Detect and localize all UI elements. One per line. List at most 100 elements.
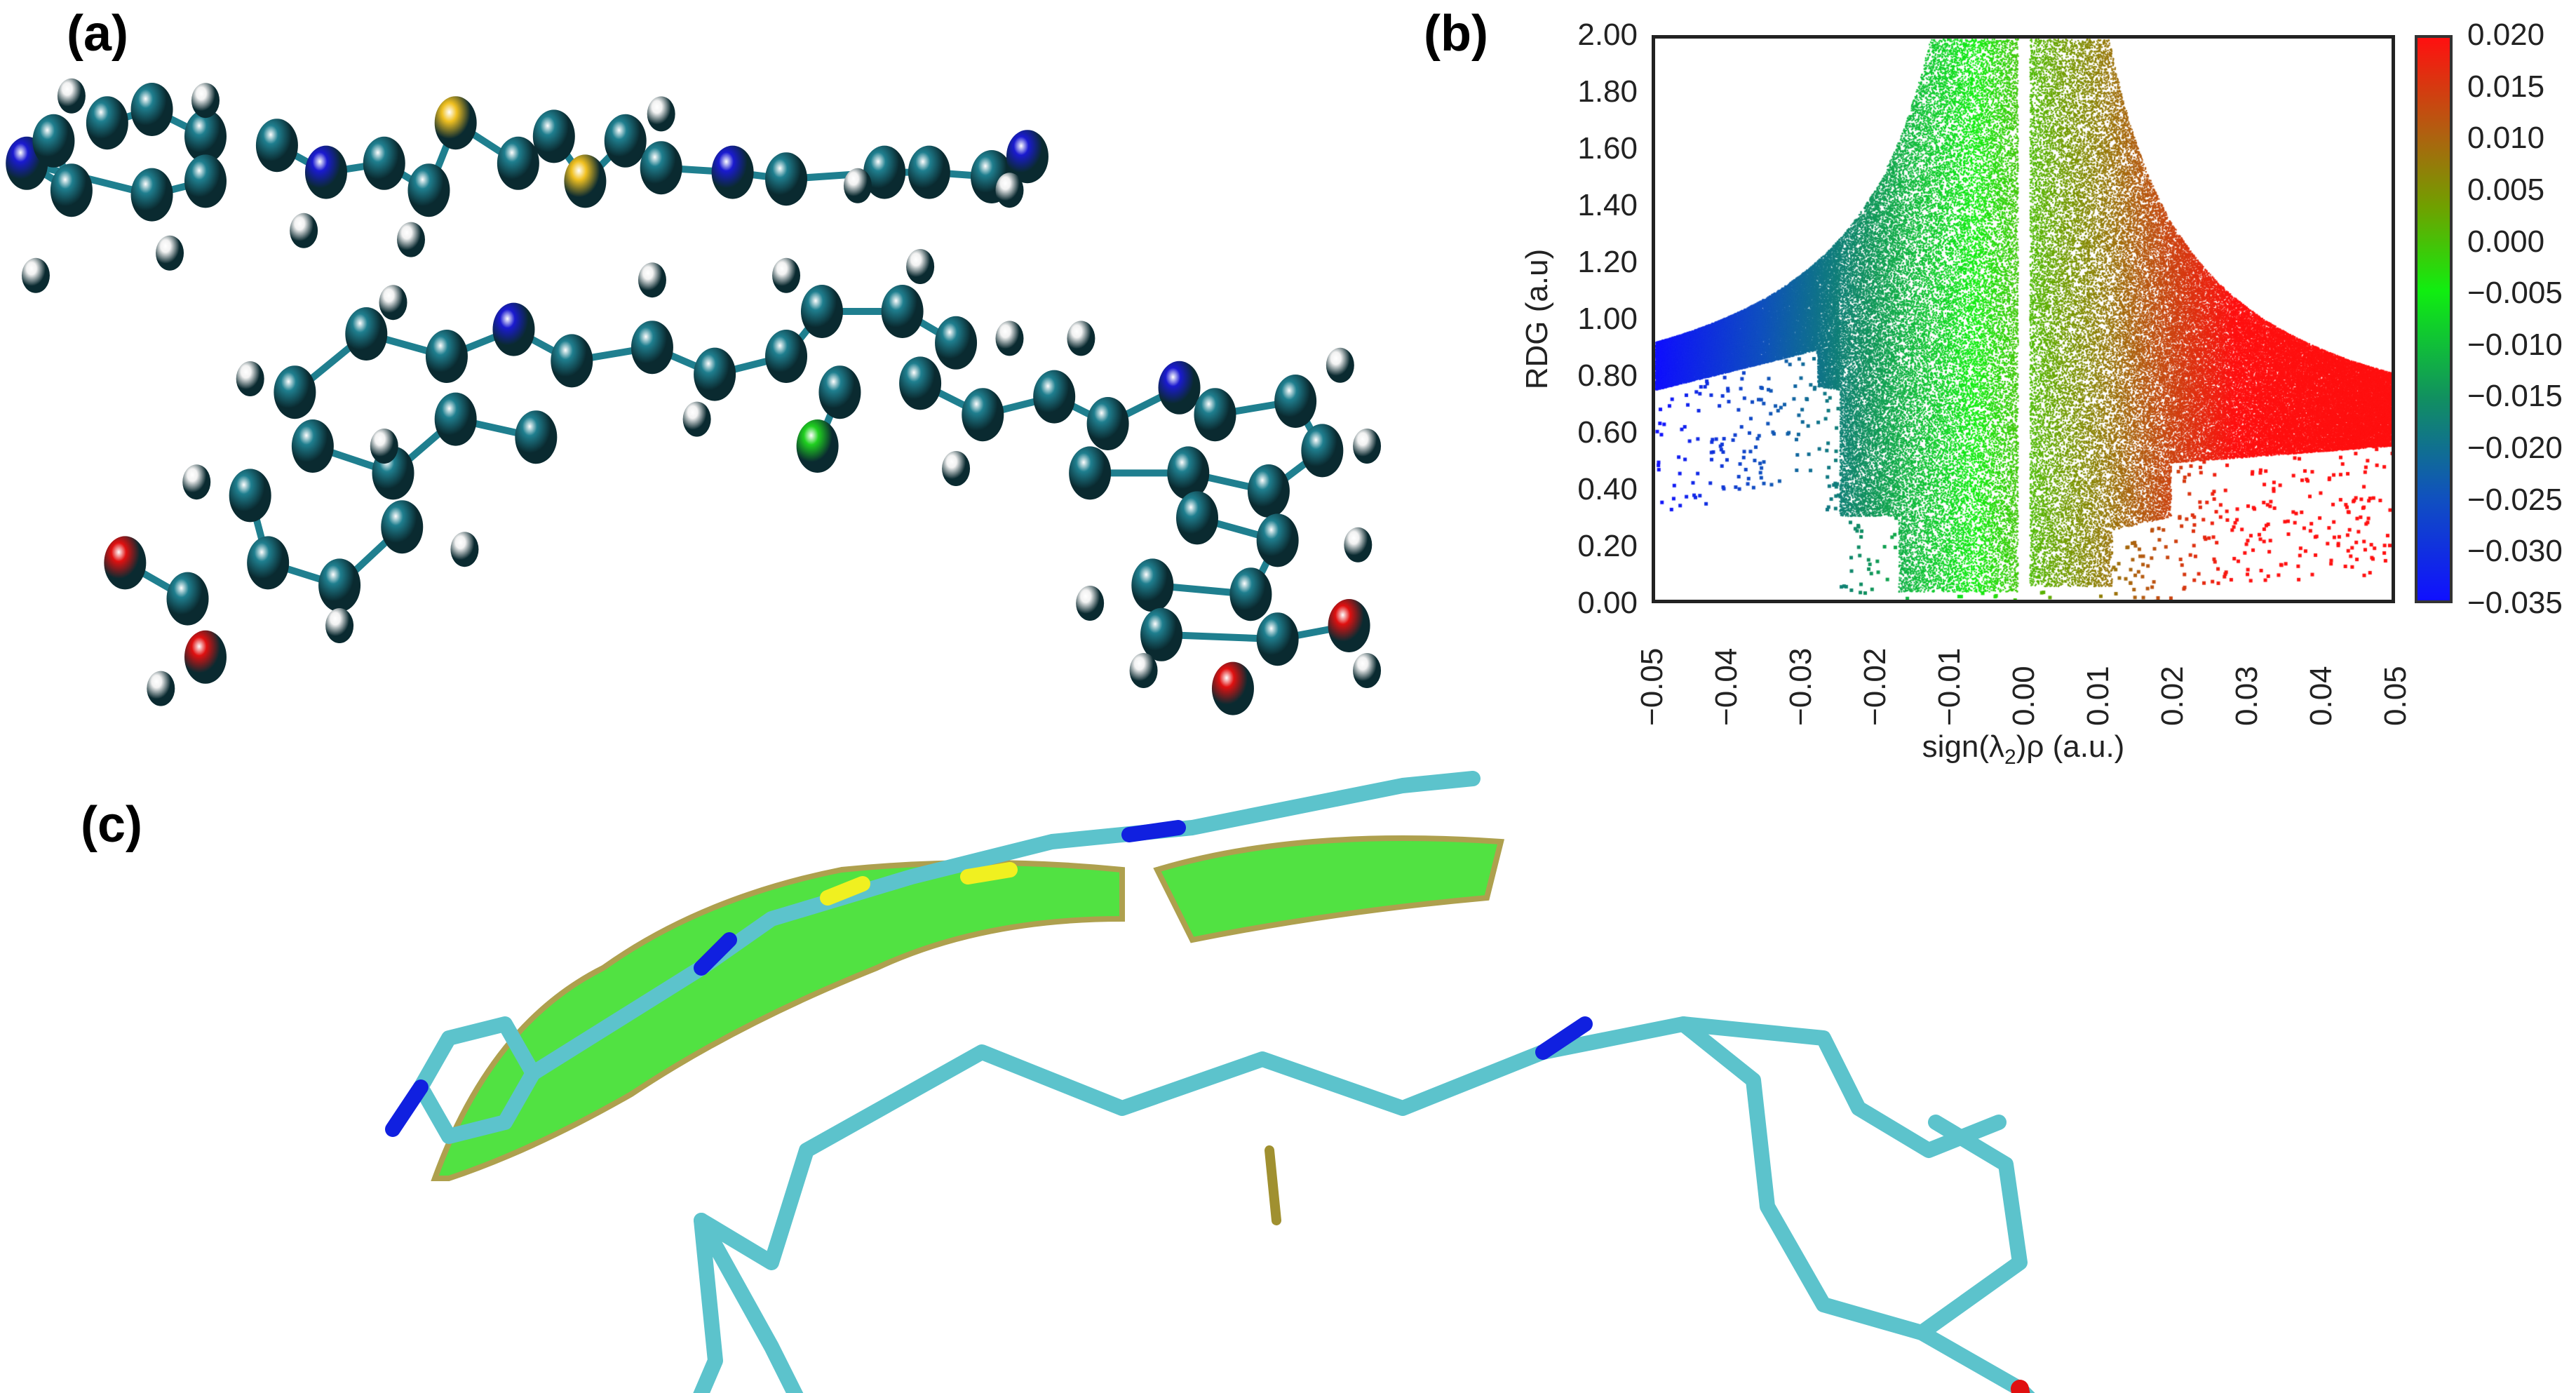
colorbar-tick-label: −0.035 — [2467, 586, 2563, 620]
y-tick-label: 0.40 — [1577, 472, 1638, 506]
panel-label-c: (c) — [81, 797, 142, 853]
y-tick-label: 0.60 — [1577, 415, 1638, 450]
carbon-atom — [551, 334, 593, 388]
colorbar-tick-label: 0.010 — [2467, 121, 2545, 156]
hydrogen-atom — [21, 257, 50, 293]
carbon-atom — [1069, 446, 1112, 500]
hydrogen-atom — [1344, 527, 1373, 563]
carbon-atom — [291, 419, 334, 473]
colorbar-tick-label: −0.020 — [2467, 431, 2563, 466]
x-tick-label: −0.01 — [1932, 647, 1967, 726]
x-tick-label: −0.03 — [1783, 647, 1818, 726]
x-tick-label: −0.02 — [1858, 647, 1892, 726]
carbon-atom — [694, 347, 736, 401]
hydrogen-atom — [942, 451, 971, 486]
molecule-stick-nci — [385, 771, 2035, 1393]
carbon-atom — [1194, 388, 1236, 442]
nitrogen-atom — [1006, 130, 1048, 184]
carbon-atom — [935, 316, 978, 370]
y-tick-label: 0.80 — [1577, 358, 1638, 393]
carbon-atom — [1256, 513, 1299, 567]
hydrogen-atom — [843, 168, 872, 203]
carbon-atom — [1274, 375, 1317, 428]
carbon-atom — [1247, 464, 1290, 518]
carbon-atom — [407, 163, 450, 217]
hydrogen-atom — [236, 361, 264, 396]
hydrogen-atom — [191, 83, 220, 119]
carbon-atom — [130, 83, 173, 136]
carbon-atom — [765, 330, 808, 383]
y-tick-label: 1.80 — [1577, 74, 1638, 109]
hydrogen-atom — [182, 464, 211, 500]
hydrogen-atom — [682, 401, 711, 437]
colorbar — [2415, 35, 2453, 603]
carbon-atom — [345, 307, 388, 361]
hydrogen-atom — [379, 285, 407, 321]
carbon-atom — [532, 109, 575, 163]
carbon-atom — [800, 285, 843, 338]
hydrogen-atom — [450, 532, 479, 567]
nitrogen-atom — [711, 145, 754, 199]
carbon-atom — [818, 365, 861, 419]
colorbar-tick-label: −0.025 — [2467, 482, 2563, 517]
hydrogen-atom — [1129, 653, 1158, 688]
hydrogen-atom — [147, 671, 175, 706]
nci-isosurface — [431, 860, 1125, 1181]
colorbar-tick-label: 0.020 — [2467, 18, 2545, 52]
y-tick-label: 0.20 — [1577, 529, 1638, 563]
carbon-atom — [1256, 612, 1299, 666]
x-tick-label: 0.05 — [2378, 666, 2413, 726]
molecule-ball-stick — [6, 78, 1382, 715]
x-tick-label: −0.04 — [1709, 647, 1744, 726]
x-tick-label: −0.05 — [1635, 647, 1669, 726]
scatter-points — [1655, 39, 2392, 600]
hydrogen-atom — [995, 321, 1024, 356]
hydrogen-atom — [1076, 586, 1105, 621]
carbon-atom — [130, 168, 173, 222]
carbon-atom — [32, 114, 75, 168]
hydrogen-atom — [156, 235, 184, 271]
carbon-atom — [166, 572, 209, 626]
carbon-atom — [247, 536, 290, 590]
nitrogen-atom — [304, 145, 347, 199]
nitrogen-atom — [492, 302, 535, 356]
carbon-atom — [1176, 491, 1219, 545]
carbon-atom — [1140, 607, 1183, 661]
oxygen-atom — [104, 536, 147, 590]
colorbar-tick-label: −0.030 — [2467, 534, 2563, 569]
hydrogen-atom — [1353, 429, 1382, 464]
carbon-atom — [1301, 424, 1344, 478]
x-tick-label: 0.04 — [2304, 666, 2338, 726]
hydrogen-atom — [995, 173, 1024, 208]
plot-area — [1652, 35, 2395, 603]
nci-isosurface — [1153, 835, 1505, 943]
nitrogen-atom — [1158, 361, 1201, 415]
carbon-atom — [229, 469, 271, 523]
oxygen-atom — [1328, 599, 1370, 652]
y-tick-label: 1.60 — [1577, 131, 1638, 166]
carbon-atom — [363, 136, 405, 190]
carbon-atom — [962, 388, 1004, 442]
colorbar-tick-label: −0.015 — [2467, 379, 2563, 414]
carbon-atom — [184, 109, 227, 163]
carbon-atom — [1086, 397, 1129, 450]
carbon-atom — [899, 356, 942, 410]
sulfur-atom — [564, 154, 607, 208]
carbon-atom — [86, 96, 128, 150]
y-tick-label: 1.00 — [1577, 302, 1638, 336]
y-tick-label: 2.00 — [1577, 18, 1638, 52]
carbon-atom — [604, 114, 647, 168]
carbon-atom — [184, 154, 227, 208]
carbon-atom — [434, 392, 477, 446]
x-tick-label: 0.01 — [2081, 666, 2115, 726]
colorbar-tick-label: −0.010 — [2467, 327, 2563, 362]
carbon-atom — [515, 410, 558, 464]
panel-label-b: (b) — [1424, 6, 1488, 62]
carbon-atom — [630, 321, 673, 375]
hydrogen-atom — [370, 429, 398, 464]
carbon-atom — [863, 145, 906, 199]
carbon-atom — [765, 152, 808, 206]
hydrogen-atom — [638, 262, 666, 298]
carbon-atom — [255, 119, 298, 173]
